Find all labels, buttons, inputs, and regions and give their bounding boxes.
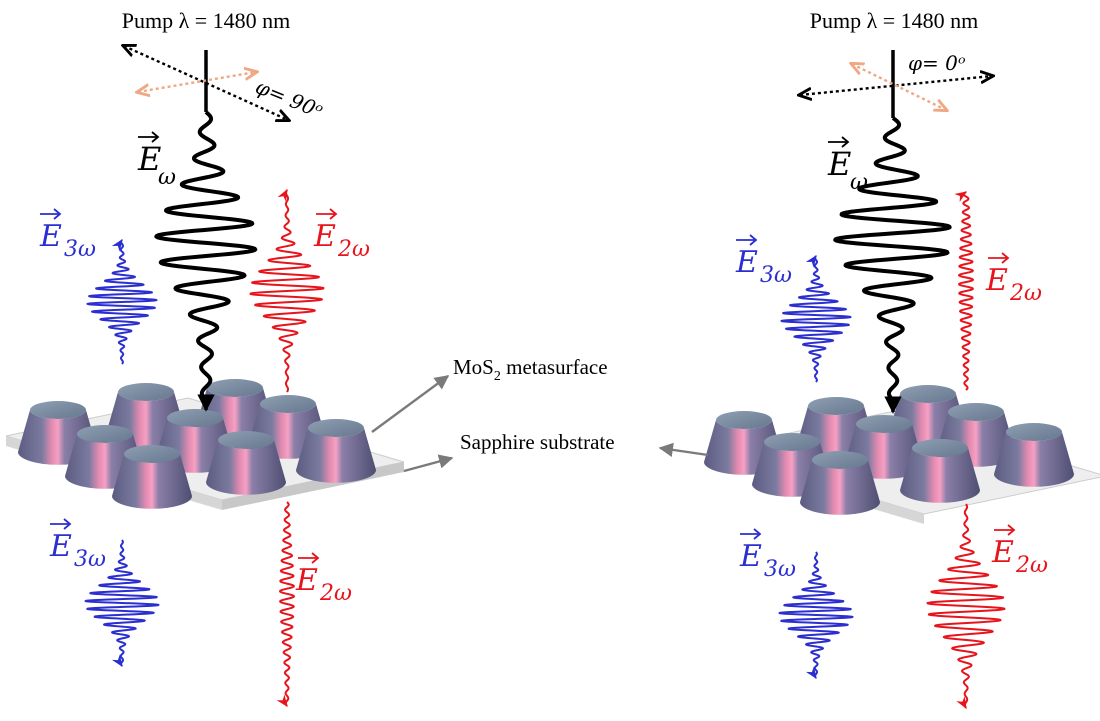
phi-label-right: φ= 0ᵒ: [908, 51, 966, 75]
metasurface-pillar: [800, 451, 880, 515]
polarization-arrow-left-alt: [138, 72, 256, 92]
metasurface-pillars-right: [704, 385, 1074, 515]
svg-text:2ω: 2ω: [1015, 553, 1048, 578]
metasurface-pillar: [296, 419, 376, 483]
svg-text:E: E: [137, 140, 161, 178]
metasurface-pillars-left: [18, 379, 376, 509]
phi-label-left: φ= 90ᵒ: [252, 74, 326, 123]
pump-label-left: Pump λ = 1480 nm: [122, 8, 291, 33]
pump-wave-right: [833, 116, 952, 402]
svg-text:ω: ω: [850, 170, 868, 195]
field-label-3omega-top-right: E 3ω: [735, 234, 792, 288]
second-harmonic-wave-bottom-left: [276, 501, 295, 707]
field-label-omega-right: E ω: [827, 136, 868, 195]
svg-text:3ω: 3ω: [764, 557, 796, 582]
second-harmonic-wave-top-left: [249, 188, 325, 393]
field-label-2omega-top-left: E 2ω: [313, 208, 370, 262]
metasurface-pillar: [994, 423, 1074, 487]
svg-text:3ω: 3ω: [64, 237, 96, 262]
metasurface-pointer: [371, 375, 450, 433]
field-label-3omega-bottom-left: E 3ω: [49, 518, 106, 572]
svg-text:E: E: [295, 563, 318, 598]
substrate-pointer-left: [403, 454, 454, 473]
svg-text:E: E: [991, 535, 1014, 570]
svg-text:E: E: [735, 245, 758, 280]
second-harmonic-wave-bottom-right: [926, 503, 1006, 710]
substrate-pointer-right: [658, 442, 709, 457]
svg-text:2ω: 2ω: [319, 581, 352, 606]
svg-text:2ω: 2ω: [1009, 281, 1042, 306]
field-label-3omega-top-left: E 3ω: [39, 208, 96, 262]
svg-text:3ω: 3ω: [760, 263, 792, 288]
svg-text:E: E: [827, 145, 851, 183]
pump-label-right: Pump λ = 1480 nm: [810, 8, 979, 33]
third-harmonic-wave-top-left: [86, 239, 158, 365]
svg-text:E: E: [39, 219, 62, 254]
wave-layer: [84, 50, 1006, 710]
svg-text:E: E: [739, 539, 762, 574]
field-label-2omega-top-right: E 2ω: [985, 252, 1042, 306]
metasurface-pillar: [206, 431, 286, 495]
field-label-omega-left: E ω: [137, 131, 176, 190]
metasurface-pillar: [112, 445, 192, 509]
field-label-2omega-bottom-left: E 2ω: [295, 552, 352, 606]
svg-text:E: E: [313, 219, 336, 254]
field-label-2omega-bottom-right: E 2ω: [991, 524, 1048, 578]
svg-text:ω: ω: [158, 165, 176, 190]
third-harmonic-wave-top-right: [780, 255, 852, 383]
third-harmonic-wave-bottom-left: [84, 539, 160, 667]
metasurface-pillar: [900, 439, 980, 503]
svg-text:2ω: 2ω: [337, 237, 370, 262]
pump-wave-left: [154, 110, 258, 402]
substrate-label: Sapphire substrate: [460, 430, 615, 454]
field-label-3omega-bottom-right: E 3ω: [739, 528, 796, 582]
second-harmonic-wave-top-right: [954, 191, 974, 391]
svg-text:3ω: 3ω: [74, 547, 106, 572]
svg-text:E: E: [985, 263, 1008, 298]
third-harmonic-wave-bottom-right: [778, 551, 854, 679]
svg-text:E: E: [49, 529, 72, 564]
metasurface-label: MoS2 metasurface: [453, 355, 608, 384]
